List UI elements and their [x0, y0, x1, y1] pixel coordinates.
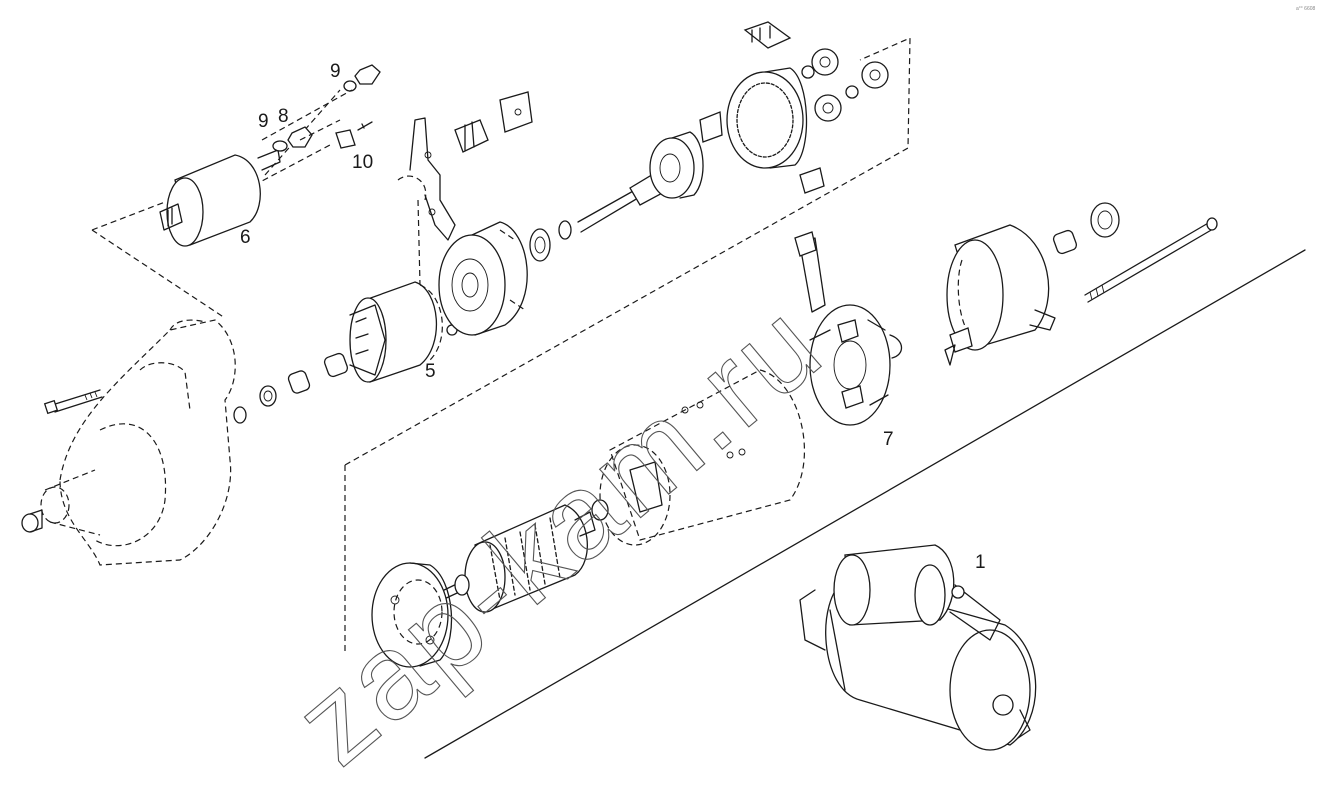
solenoid-hardware [272, 64, 381, 152]
solenoid [159, 149, 281, 247]
brush-holder [794, 231, 903, 426]
commutator-end-shield [371, 562, 453, 668]
lever-pins [454, 91, 533, 153]
dashed-group-armature [344, 37, 911, 655]
callout-10: 10 [352, 152, 373, 173]
planet-gears [801, 48, 889, 122]
shift-lever [397, 117, 456, 286]
drive-spacers [233, 352, 349, 424]
armature-washer [591, 499, 609, 521]
end-cover [946, 224, 1056, 351]
callout-7: 7 [883, 429, 894, 450]
callout-5: 5 [425, 361, 436, 382]
drive-pinion-assembly [349, 281, 458, 383]
separator-line [424, 249, 1306, 759]
callout-8: 8 [278, 106, 289, 127]
field-frame [599, 369, 805, 546]
drive-end-housing [40, 319, 236, 566]
ring-gear [699, 67, 825, 194]
callout-1: 1 [975, 552, 986, 573]
planet-shaft [577, 131, 704, 233]
through-bolt-left [43, 389, 103, 415]
clip-top [743, 21, 792, 49]
bearing-ring [529, 220, 572, 262]
callout-6: 6 [240, 227, 251, 248]
intermediate-bearing [438, 221, 528, 336]
callout-leaders [261, 89, 353, 141]
assembled-starter [799, 544, 1037, 751]
callout-9-lower: 9 [258, 111, 269, 132]
armature [439, 504, 596, 613]
end-cap-parts [944, 202, 1218, 366]
corner-mark: a°° 6608 [1296, 6, 1316, 12]
end-bushing [21, 509, 43, 533]
callout-9-top: 9 [330, 61, 341, 82]
